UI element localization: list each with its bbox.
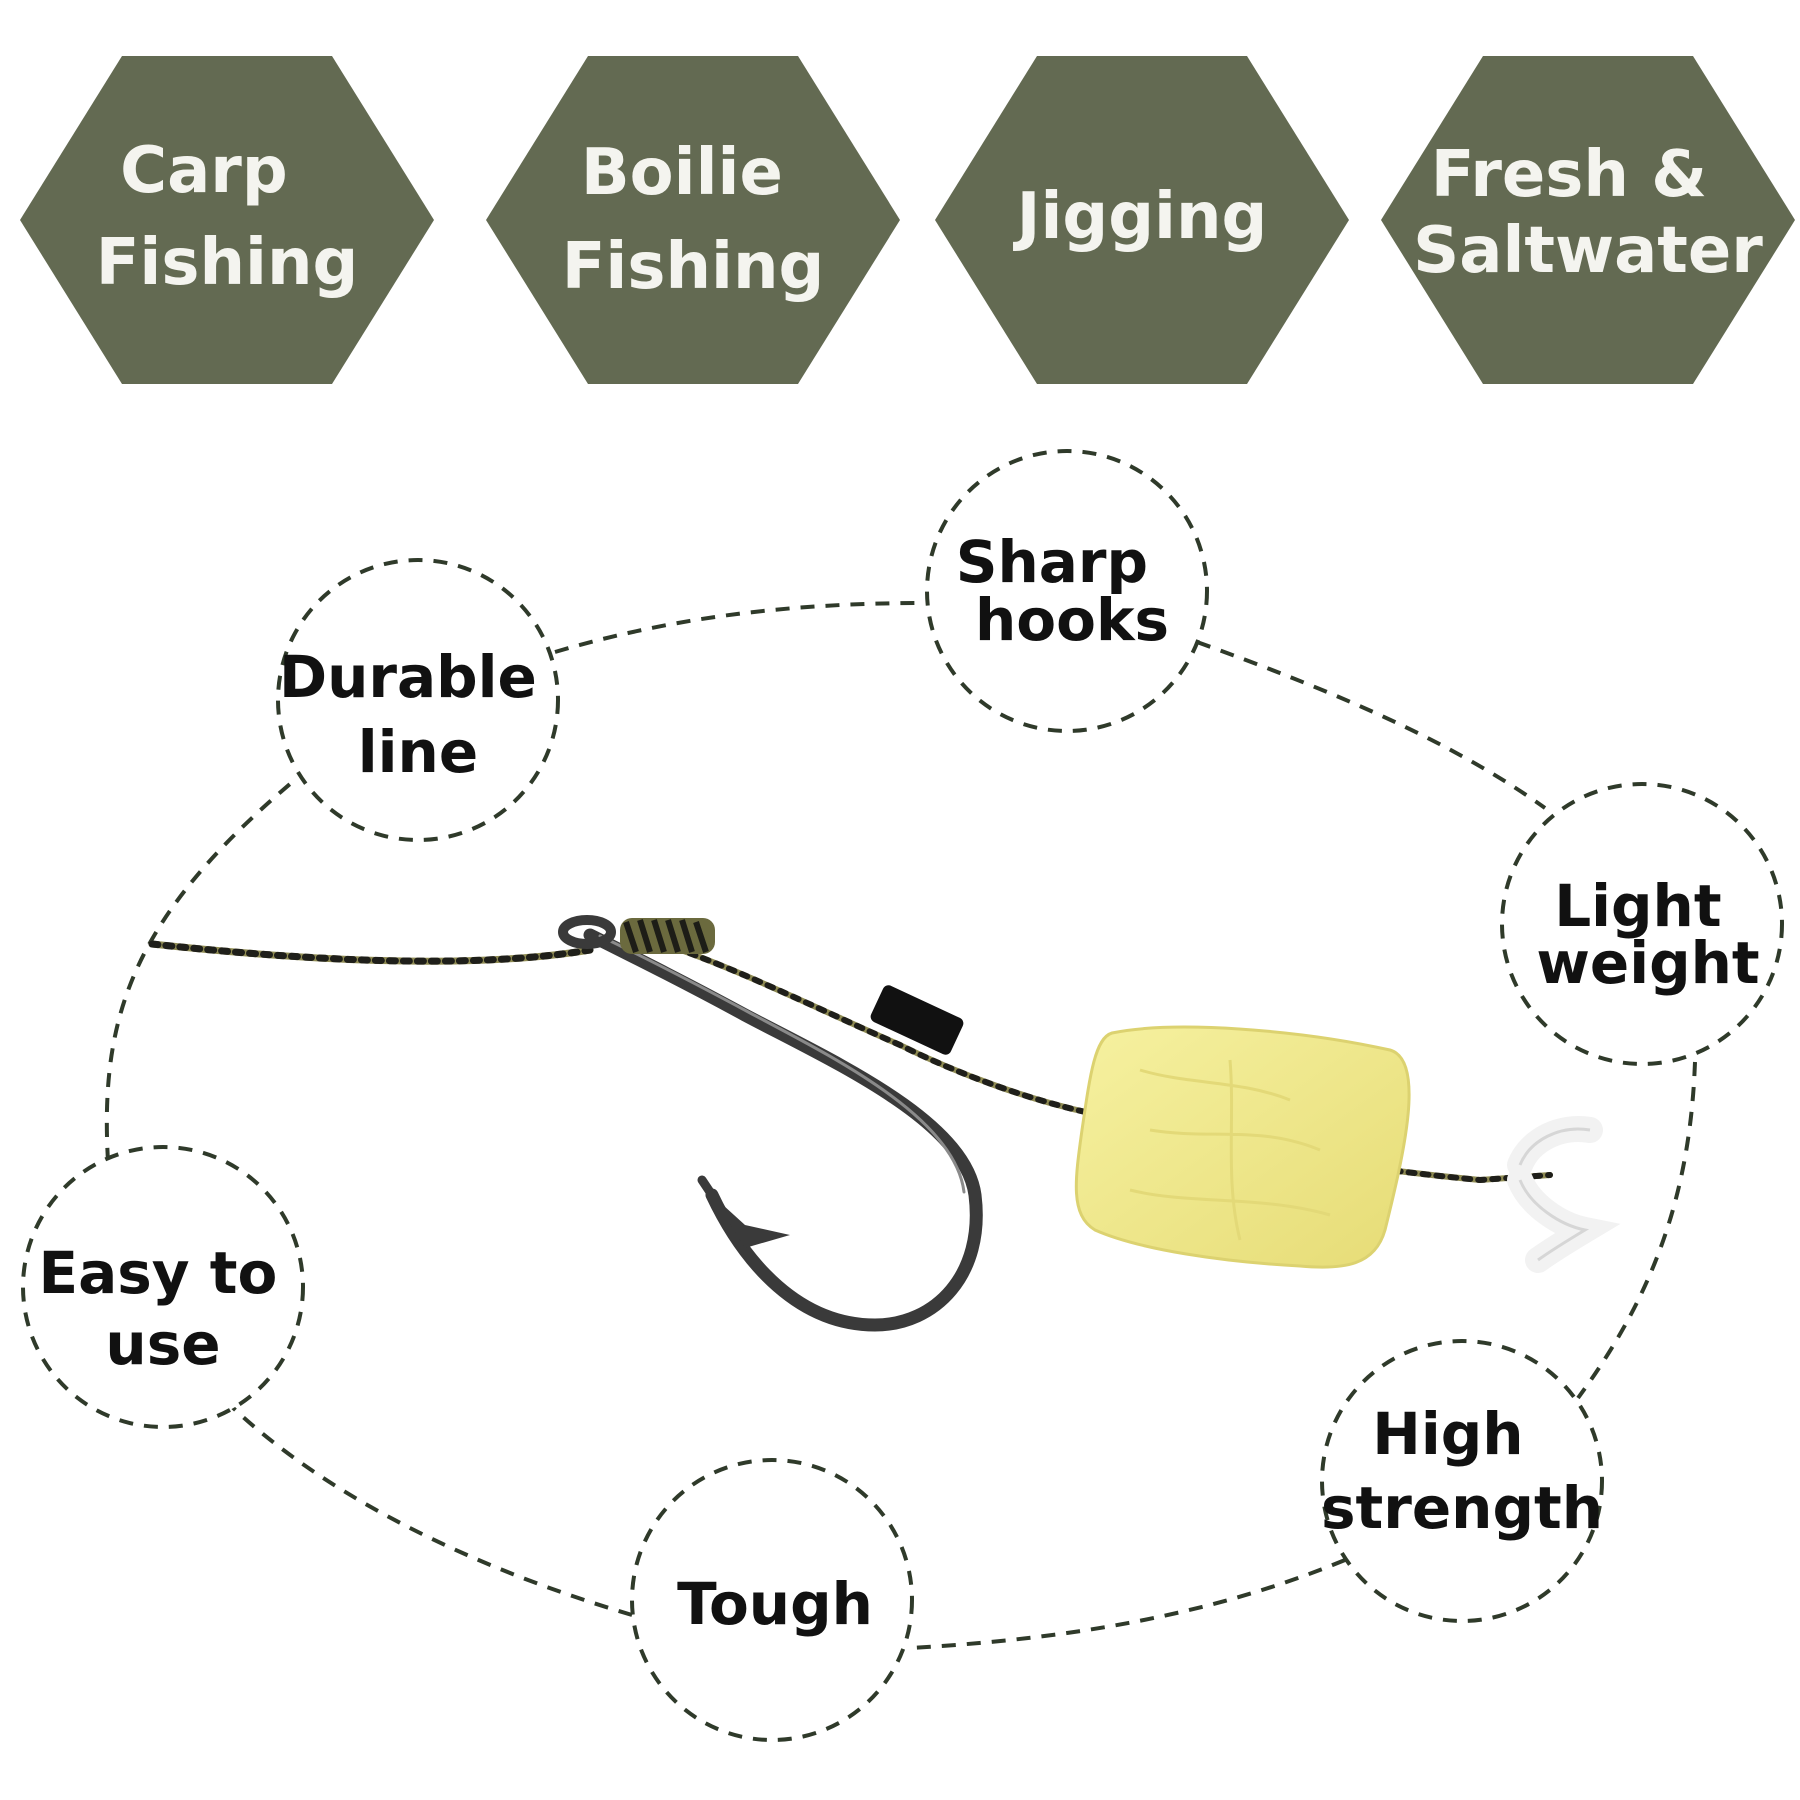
feature-label-line: Easy to	[38, 1239, 277, 1307]
shrink-tube	[870, 985, 964, 1055]
dashed-circle	[1320, 1339, 1604, 1623]
feature-label: Light weight	[1536, 872, 1759, 997]
feature-circle-easy-to-use: Easy to use	[21, 1145, 305, 1429]
feature-circle-sharp-hooks: Sharp hooks	[925, 449, 1209, 733]
feature-label: Sharp hooks	[956, 528, 1169, 654]
category-label: Jigging	[1013, 180, 1268, 254]
feature-label-line: High	[1372, 1400, 1523, 1468]
dashed-circle	[1500, 782, 1784, 1066]
feature-label-line: strength	[1321, 1474, 1603, 1542]
hook-eye	[558, 915, 616, 949]
hexagon-shape	[486, 56, 900, 384]
dashed-connector-loop	[104, 601, 1697, 1650]
feature-circle-group: Sharp hooks Durable line Light weight Ea…	[21, 449, 1784, 1742]
hook-point	[697, 1175, 730, 1220]
category-label-line: Fishing	[96, 226, 359, 300]
category-label-line: Saltwater	[1413, 214, 1763, 288]
bait-texture	[1129, 1059, 1331, 1241]
hexagon-shape	[20, 56, 434, 384]
dashed-circle	[925, 449, 1209, 733]
feature-label-line: weight	[1536, 929, 1759, 997]
feature-label-line: hooks	[975, 586, 1169, 654]
feature-label-line: Tough	[677, 1570, 873, 1638]
feature-label: Durable line	[279, 643, 557, 786]
category-label-line: Fresh &	[1431, 138, 1707, 212]
feature-circle-high-strength: High strength	[1320, 1339, 1604, 1623]
feature-label-line: Sharp	[956, 528, 1148, 596]
category-label: Fresh & Saltwater	[1413, 138, 1763, 288]
hair-rig-illustration	[148, 915, 1621, 1332]
feature-label-line: Light	[1554, 872, 1721, 940]
category-label: Carp Fishing	[96, 134, 359, 300]
category-label: Boilie Fishing	[562, 136, 825, 304]
category-label-line: Fishing	[562, 230, 825, 304]
category-hexagon-carp-fishing: Carp Fishing	[20, 56, 434, 384]
hexagon-shape	[935, 56, 1349, 384]
braided-line-left-pattern	[148, 940, 594, 965]
bait-body	[1074, 1025, 1411, 1269]
category-hexagon-row: Carp Fishing Boilie Fishing Jigging Fres…	[20, 56, 1795, 384]
category-label-line: Carp	[120, 134, 288, 208]
feature-label: Easy to use	[38, 1239, 297, 1378]
stopper-lower	[1507, 1167, 1621, 1273]
hook-shank-highlight	[598, 934, 966, 1194]
category-hexagon-jigging: Jigging	[935, 56, 1349, 384]
dashed-circle	[630, 1458, 914, 1742]
category-hexagon-boilie-fishing: Boilie Fishing	[486, 56, 900, 384]
feature-label: High strength	[1321, 1400, 1603, 1542]
knot-wrap-pattern	[623, 919, 709, 953]
hexagon-shape	[1381, 56, 1795, 384]
corn-bait-icon	[1074, 1025, 1411, 1269]
feature-label-line: line	[358, 718, 478, 786]
hook-shank	[583, 928, 983, 1332]
category-hexagon-fresh-saltwater: Fresh & Saltwater	[1381, 56, 1795, 384]
fishing-hook-icon	[558, 915, 983, 1332]
feature-circle-tough: Tough	[630, 1458, 914, 1742]
category-label-line: Jigging	[1013, 180, 1268, 254]
bait-stopper-icon	[1507, 1116, 1621, 1273]
knot-wraps	[620, 918, 715, 954]
feature-label: Tough	[677, 1570, 873, 1638]
dashed-circle	[276, 558, 560, 842]
feature-circle-durable-line: Durable line	[276, 558, 560, 842]
feature-label-line: use	[105, 1310, 220, 1378]
feature-circle-light-weight: Light weight	[1500, 782, 1784, 1066]
category-label-line: Boilie	[581, 136, 783, 210]
stopper-outline	[1518, 1127, 1591, 1262]
feature-label-line: Durable	[279, 643, 537, 711]
hook-barb	[712, 1195, 790, 1248]
dashed-circle	[21, 1145, 305, 1429]
